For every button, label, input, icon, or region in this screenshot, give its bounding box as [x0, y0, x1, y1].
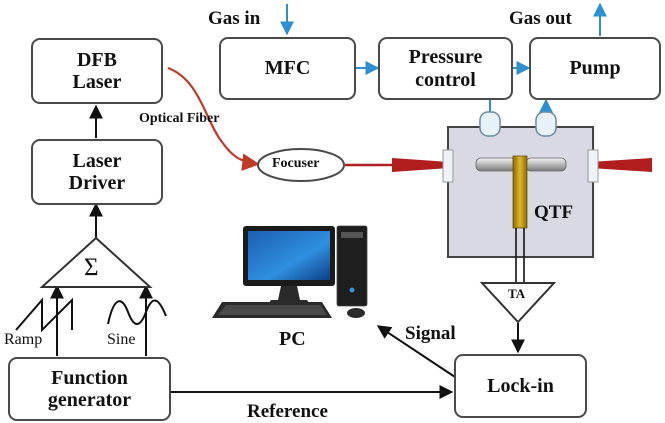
lock-in-box: Lock-in [454, 354, 587, 418]
focuser-label: Focuser [272, 156, 320, 171]
dfb-laser-box: DFB Laser [31, 38, 163, 104]
mfc-box: MFC [219, 37, 356, 100]
laser-beam-in [392, 158, 478, 172]
monitor-stand [278, 286, 300, 300]
cell-window-left [442, 149, 454, 183]
sine-waveform [107, 299, 167, 325]
pump-box: Pump [529, 37, 661, 100]
ta-amplifier [479, 282, 557, 324]
pressure-control-box: Pressure control [378, 37, 513, 100]
qtf-label: QTF [534, 202, 574, 223]
optical-fiber [167, 66, 260, 171]
resonator-tube-right [525, 157, 567, 172]
dfb-laser-label: DFB Laser [72, 48, 122, 93]
signal-arrows [50, 104, 525, 399]
pressure-control-label: Pressure control [408, 46, 483, 91]
pc-label: PC [279, 328, 306, 350]
sum-block [39, 236, 153, 288]
ramp-waveform [15, 297, 73, 333]
gas-port-in [479, 111, 501, 137]
pump-label: Pump [569, 57, 621, 80]
focuser-lens [257, 148, 345, 182]
pc-computer [212, 225, 368, 318]
gas-in-label: Gas in [208, 8, 261, 29]
laser-driver-label: Laser Driver [68, 149, 126, 194]
monitor-screen [248, 231, 330, 280]
signal-label: Signal [405, 323, 456, 344]
optical-fiber-label: Optical Fiber [139, 111, 220, 126]
ta-label: TA [508, 286, 526, 301]
reference-label: Reference [247, 401, 328, 422]
cell-window-right [587, 149, 599, 183]
lock-in-label: Lock-in [487, 374, 554, 397]
function-generator-label: Function generator [47, 366, 132, 411]
sigma-label: Σ [84, 254, 99, 281]
pc-power-button [349, 287, 355, 293]
tuning-fork [512, 155, 528, 229]
pc-tower-panel [341, 232, 363, 238]
pc-tower [336, 225, 368, 307]
function-generator-box: Function generator [8, 357, 171, 421]
sine-label: Sine [107, 331, 136, 348]
arrow-signal-to-pc [376, 325, 456, 378]
mouse [347, 308, 365, 318]
gas-port-out [535, 111, 557, 137]
resonator-tube-left [475, 157, 517, 172]
mfc-label: MFC [264, 57, 311, 80]
laser-beam-out [560, 158, 652, 172]
laser-driver-box: Laser Driver [31, 139, 163, 205]
keyboard-keys [218, 305, 327, 315]
ramp-label: Ramp [4, 331, 43, 348]
gas-out-label: Gas out [509, 8, 572, 29]
